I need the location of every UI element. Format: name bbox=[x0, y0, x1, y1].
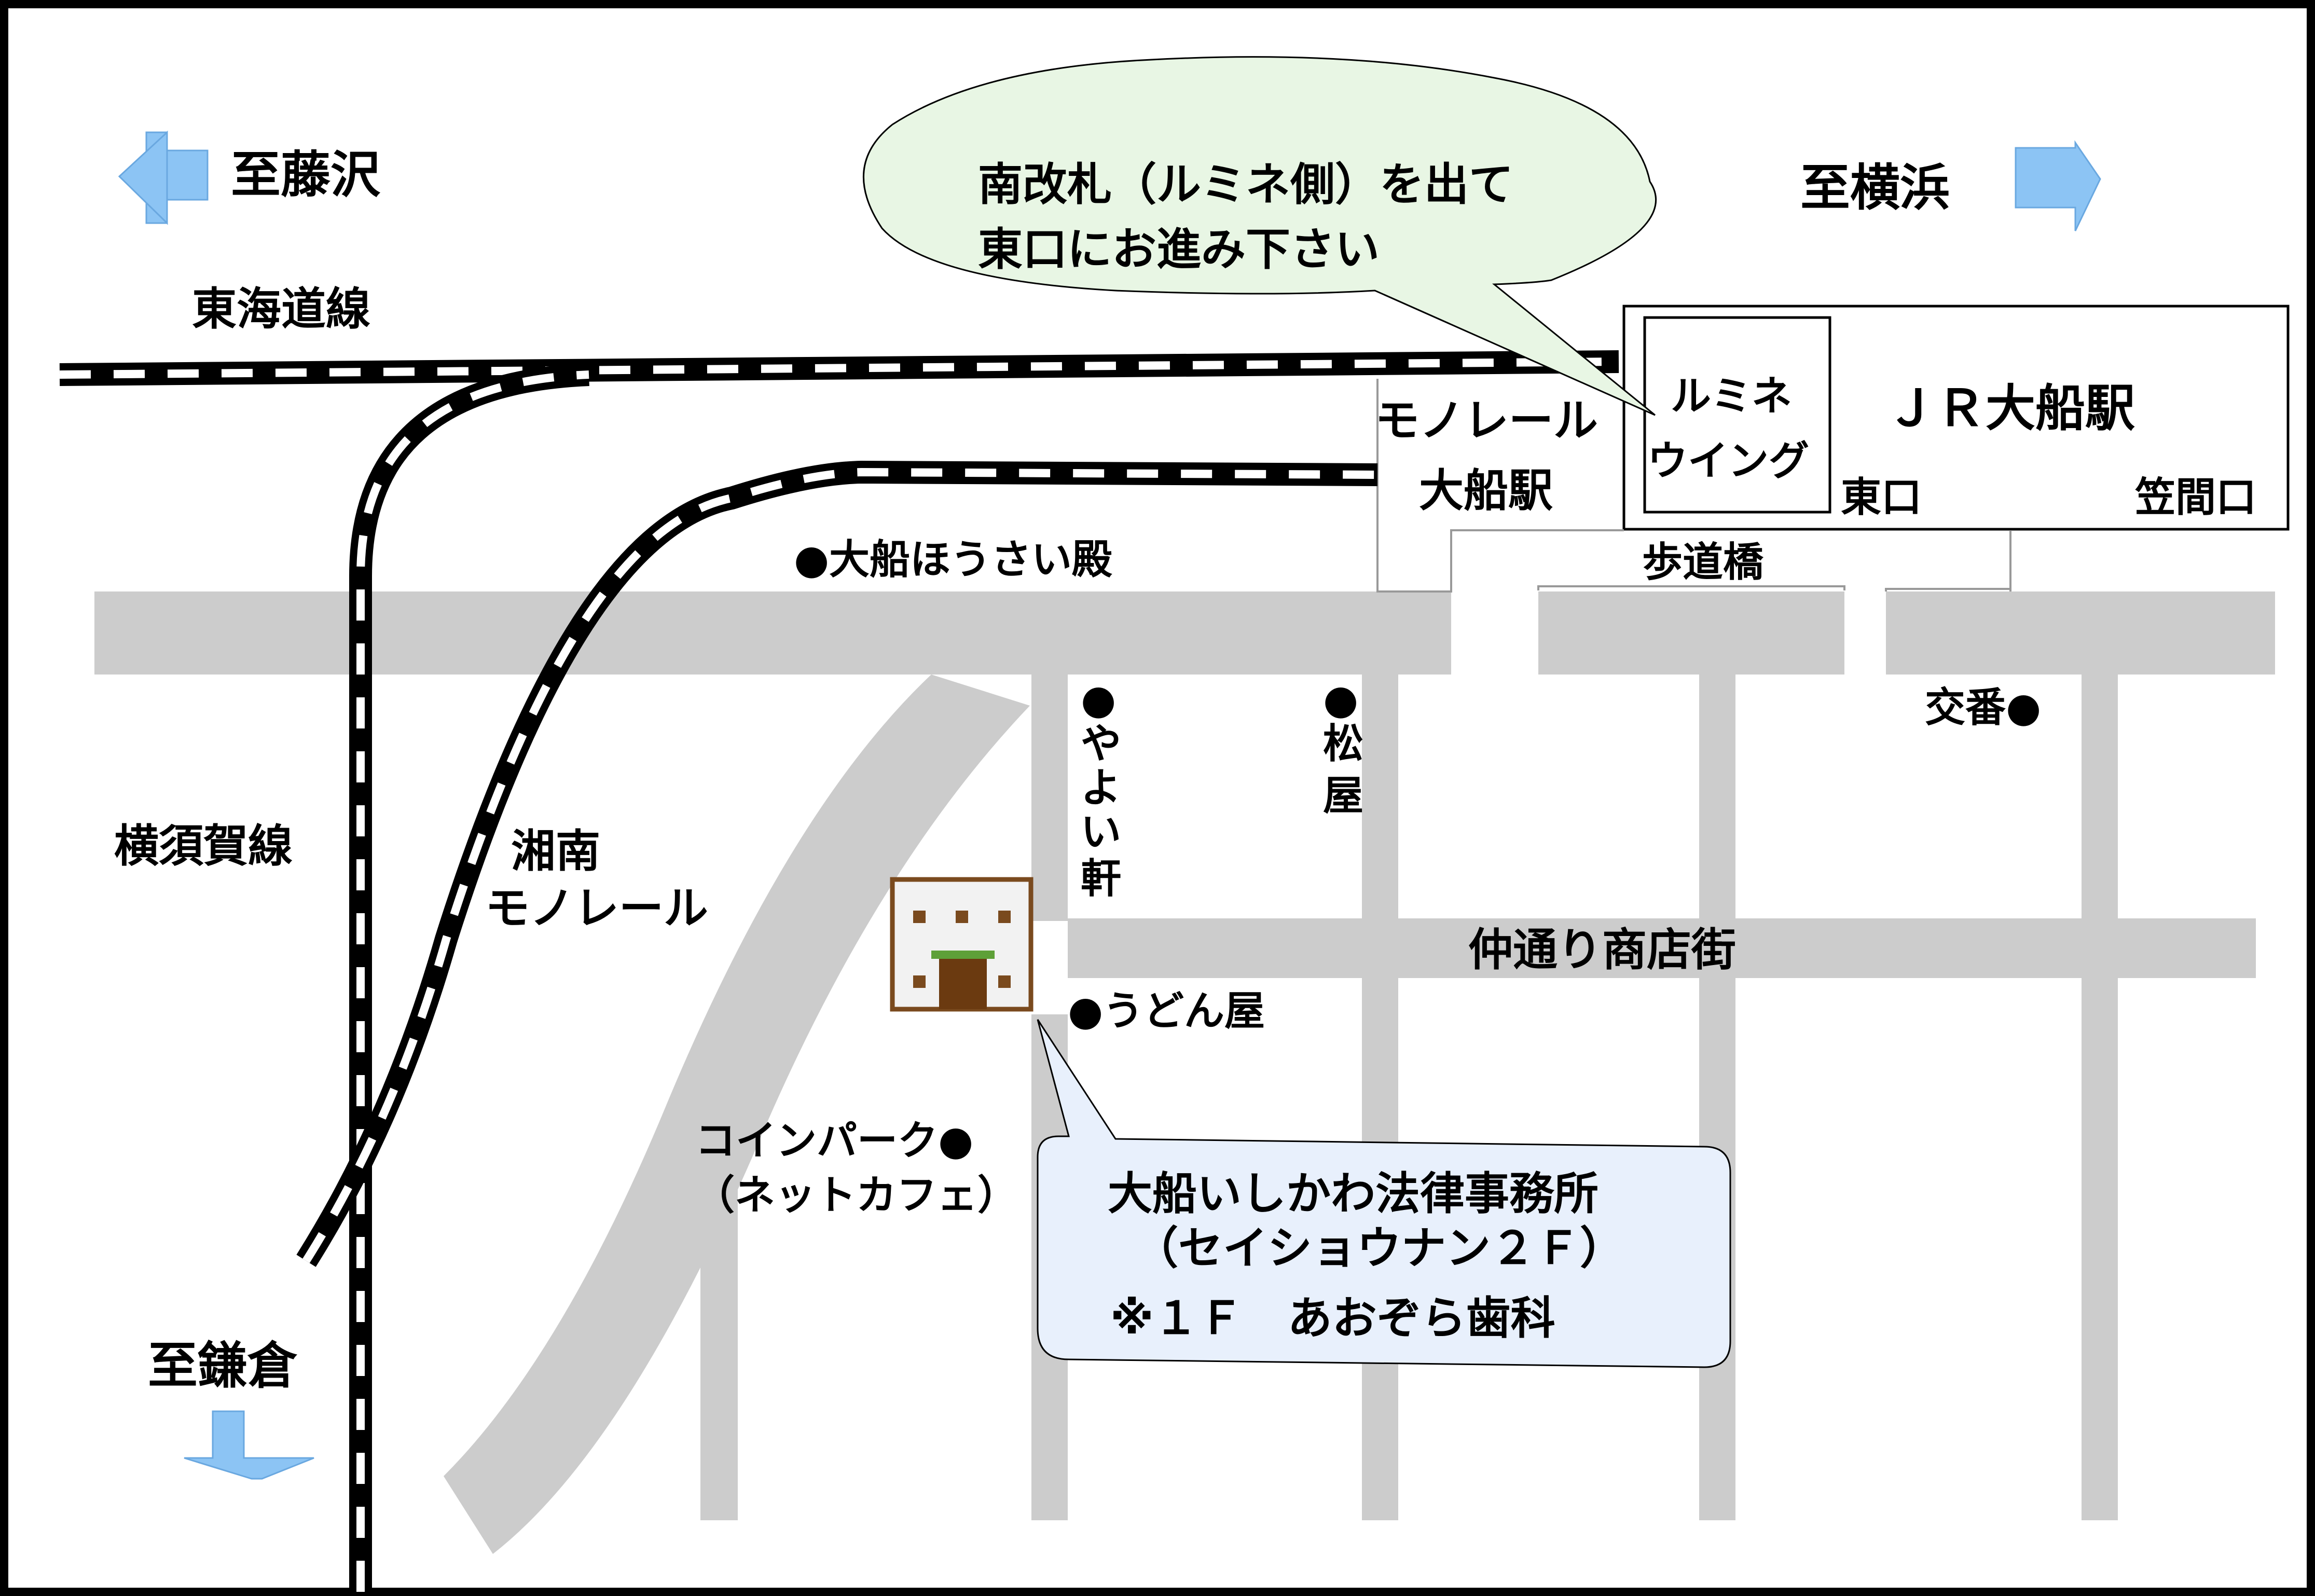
main-road-east-1 bbox=[1538, 591, 1844, 675]
label-yayoiken-dot: ● bbox=[1081, 677, 1116, 723]
labels: 至藤沢 至横浜 至鎌倉 東海道線 横須賀線 湘南 モノレール 南改札（ルミネ側）… bbox=[114, 146, 2256, 1395]
label-to-kamakura: 至鎌倉 bbox=[148, 1337, 298, 1395]
office-building-icon bbox=[890, 877, 1034, 1012]
label-shonan-2: モノレール bbox=[485, 883, 708, 934]
callout-station-guidance bbox=[862, 56, 1657, 416]
callout-office bbox=[1037, 1019, 1731, 1368]
main-road bbox=[94, 591, 1451, 675]
label-yokosuka-line: 横須賀線 bbox=[114, 820, 293, 872]
label-matsuya-2: 屋 bbox=[1323, 773, 1363, 819]
lumine-wing-box bbox=[1643, 316, 1831, 514]
label-footbridge: 歩道橋 bbox=[1642, 539, 1764, 586]
label-coinpark-2: （ネットカフェ） bbox=[694, 1172, 1018, 1219]
label-nakadori: 仲通り商店街 bbox=[1468, 924, 1736, 976]
label-to-yokohama: 至横浜 bbox=[1800, 159, 1950, 217]
label-office-building: （セイショウナン２Ｆ） bbox=[1134, 1222, 1624, 1274]
label-yayoiken-2: よ bbox=[1081, 765, 1121, 811]
street-1 bbox=[700, 1136, 738, 1520]
label-to-fujisawa: 至藤沢 bbox=[231, 146, 381, 204]
label-yayoiken-1: や bbox=[1081, 721, 1121, 767]
label-jr-ofuna-station: ＪＲ大船駅 bbox=[1886, 379, 2135, 437]
label-housaiden: ●大船ほうさい殿 bbox=[794, 536, 1112, 583]
label-office-name: 大船いしかわ法律事務所 bbox=[1108, 1168, 1599, 1220]
street-2 bbox=[1031, 675, 1068, 921]
nakadori-shopping-street bbox=[1068, 918, 2256, 978]
street-5 bbox=[2082, 675, 2118, 1520]
label-yayoiken-4: 軒 bbox=[1081, 856, 1121, 902]
label-coinpark-1: コインパーク● bbox=[695, 1118, 973, 1164]
direction-arrows bbox=[118, 130, 2101, 1480]
label-matsuya-1: 松 bbox=[1323, 721, 1363, 767]
label-shonan-1: 湘南 bbox=[511, 825, 600, 877]
callout-top-line1: 南改札（ルミネ側）を出て bbox=[978, 159, 1513, 211]
label-tokaido-line: 東海道線 bbox=[192, 283, 370, 335]
label-koban: 交番● bbox=[1925, 684, 2041, 731]
street-3 bbox=[1362, 675, 1398, 1520]
label-kasama-exit: 笠間口 bbox=[2135, 474, 2256, 521]
arrow-kamakura-icon bbox=[184, 1410, 314, 1480]
footbridge-outline bbox=[1450, 530, 2011, 591]
label-monorail-station-2: 大船駅 bbox=[1419, 465, 1553, 517]
street-4 bbox=[1699, 675, 1735, 1520]
label-matsuya-dot: ● bbox=[1323, 677, 1358, 723]
label-monorail-station-1: モノレール bbox=[1375, 395, 1598, 447]
label-lumine-1: ルミネ bbox=[1671, 373, 1792, 420]
jr-station-box bbox=[1622, 305, 2290, 531]
diagonal-road bbox=[444, 675, 1030, 1554]
station-structures bbox=[1622, 305, 2290, 531]
label-yayoiken-3: い bbox=[1081, 809, 1121, 856]
label-lumine-2: ウイング bbox=[1647, 438, 1809, 485]
label-udonya: ●うどん屋 bbox=[1068, 988, 1265, 1035]
callout-top-line2: 東口にお進み下さい bbox=[978, 224, 1380, 276]
arrow-yokohama-icon bbox=[2015, 140, 2101, 231]
label-east-exit: 東口 bbox=[1841, 474, 1922, 521]
label-office-note: ※１Ｆ あおぞら歯科 bbox=[1110, 1292, 1555, 1344]
main-road-east-2 bbox=[1886, 591, 2275, 675]
